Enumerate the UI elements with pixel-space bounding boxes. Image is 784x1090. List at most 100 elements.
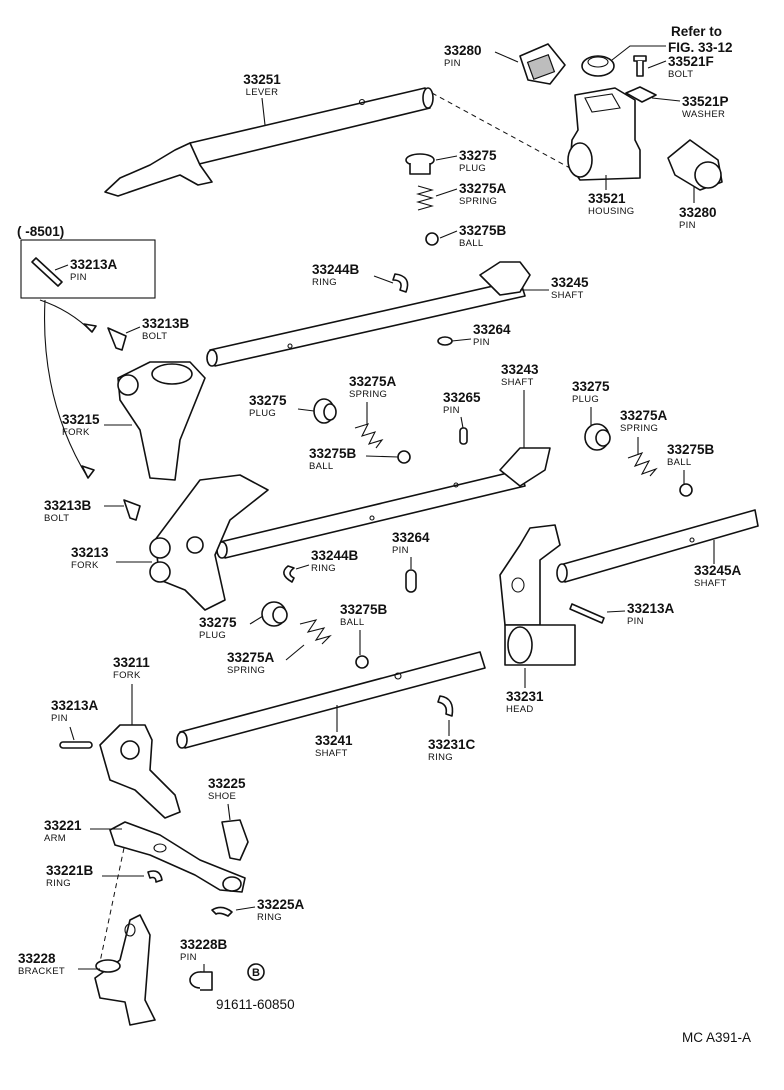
part-description: SPRING <box>620 423 658 434</box>
part-drawings <box>20 43 759 1026</box>
part-description: ARM <box>44 833 66 844</box>
arm-33221-drawing <box>109 821 246 893</box>
serial-range-box <box>20 239 156 299</box>
pin-33280-right-drawing <box>667 139 723 191</box>
part-number: 33521P <box>682 94 729 109</box>
figure-code: MC A391-A <box>682 1030 751 1045</box>
part-description: PIN <box>443 405 460 416</box>
ball-33275b-c-drawing <box>679 483 693 497</box>
pin-33213a-right-drawing <box>569 603 605 624</box>
bracket-33228-drawing <box>94 914 156 1026</box>
part-number: 33231C <box>428 737 476 752</box>
refer-to-line1: Refer to <box>671 24 722 39</box>
leader-lever-33251 <box>261 97 266 126</box>
part-description: HOUSING <box>588 206 634 217</box>
part-number: 33245A <box>694 563 742 578</box>
part-description: SHAFT <box>551 290 584 301</box>
leader-ring-33244b-mid <box>295 564 310 570</box>
lever-drawing <box>104 87 434 197</box>
box-arrow-line <box>39 299 93 333</box>
part-number: 33275B <box>340 602 388 617</box>
spring-33275a-d-drawing <box>299 619 332 645</box>
part-number: 33213A <box>627 601 675 616</box>
pin-33228b-drawing <box>189 971 213 991</box>
housing-33521-drawing <box>567 87 641 181</box>
part-number: 33275B <box>309 446 357 461</box>
pin-33264-a-drawing <box>437 336 453 346</box>
leader-pin-33265 <box>460 416 464 429</box>
part-number: 33280 <box>444 43 482 58</box>
lever-housing-dashed-line <box>431 92 571 169</box>
part-description: BALL <box>309 461 333 472</box>
shaft-33245-drawing <box>206 261 531 367</box>
ring-33244b-top-drawing <box>392 273 409 293</box>
part-number: 33264 <box>473 322 511 337</box>
pin-33264-b-drawing <box>405 569 417 593</box>
part-description: BRACKET <box>18 966 65 977</box>
part-description: SPRING <box>459 196 497 207</box>
bolt-part-number: 91611-60850 <box>216 997 295 1012</box>
ring-33231c-drawing <box>437 695 454 717</box>
part-number: 33231 <box>506 689 544 704</box>
leader-bolt-33521f <box>647 60 667 69</box>
pin-33213a-box-drawing <box>31 257 63 287</box>
part-number: 33275A <box>227 650 275 665</box>
part-description: SHAFT <box>694 578 727 589</box>
refer-to-line2: FIG. 33-12 <box>668 40 733 55</box>
part-description: LEVER <box>246 87 279 98</box>
part-number: 33213 <box>71 545 109 560</box>
part-number: 33228B <box>180 937 228 952</box>
leader-pin-33213a-box <box>54 264 69 271</box>
part-description: FORK <box>62 427 90 438</box>
pin-33265-drawing <box>459 427 468 445</box>
part-number: 33215 <box>62 412 100 427</box>
leader-plug-33275-a <box>435 155 458 161</box>
leader-bolt-33213b-top <box>125 326 141 334</box>
part-number: 33275A <box>459 181 507 196</box>
part-number: 33213B <box>142 316 190 331</box>
part-description: WASHER <box>682 109 725 120</box>
leader-ring-33244b-top <box>373 275 394 284</box>
spring-33275a-a-drawing <box>415 185 435 211</box>
washer-33521p-drawing <box>625 86 657 103</box>
ring-33244b-mid-drawing <box>283 565 295 583</box>
leader-ring-33225a <box>235 906 256 911</box>
part-number: 33241 <box>315 733 353 748</box>
plug-33275-b-drawing <box>584 423 611 451</box>
part-number: 33244B <box>312 262 360 277</box>
part-description: HEAD <box>506 704 534 715</box>
part-description: RING <box>311 563 336 574</box>
part-number: 33221B <box>46 863 94 878</box>
part-number: 33213B <box>44 498 92 513</box>
leader-shoe-33225 <box>227 803 231 821</box>
plug-33275-d-drawing <box>261 601 288 627</box>
box-arrow-long <box>44 299 89 479</box>
part-number: 33243 <box>501 362 539 377</box>
part-description: SPRING <box>349 389 387 400</box>
leader-washer-33521p <box>651 97 681 102</box>
refer-leader <box>611 45 666 61</box>
part-number: 33521 <box>588 191 626 206</box>
